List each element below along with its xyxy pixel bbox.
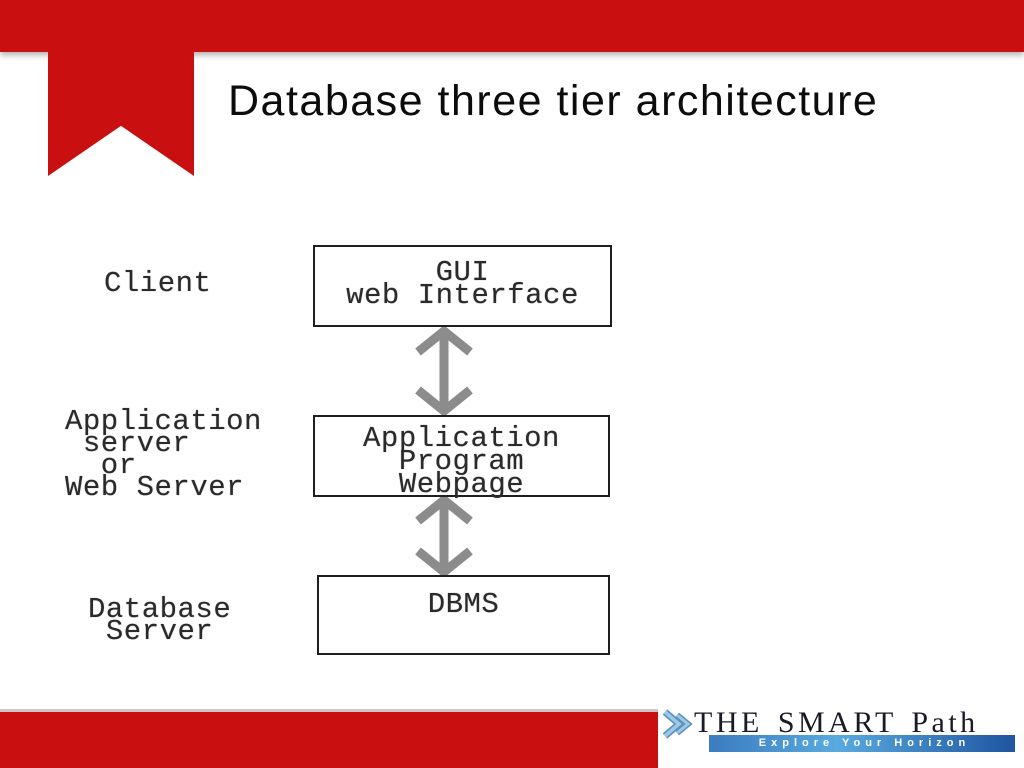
client-tier-label: Client bbox=[104, 267, 212, 300]
box-text-line: Application bbox=[363, 422, 560, 455]
gui-web-interface-box: GUI web Interface bbox=[313, 245, 612, 327]
application-server-tier-label: Application server or Web Server bbox=[65, 405, 262, 504]
tagline-text: Explore Your Horizon bbox=[758, 737, 971, 749]
box-text-line: GUI bbox=[435, 256, 490, 289]
database-server-tier-label: Database Server bbox=[88, 593, 232, 648]
box-text-line: Program bbox=[398, 445, 525, 478]
slide-title: Database three tier architecture bbox=[228, 77, 879, 125]
footer-red-bar bbox=[0, 712, 660, 768]
tagline-banner: Explore Your Horizon bbox=[709, 735, 1015, 752]
brand-name: THE SMART Path bbox=[694, 706, 979, 739]
dbms-box: DBMS bbox=[317, 575, 610, 655]
footer-divider-line bbox=[0, 709, 660, 712]
box-text-line: DBMS bbox=[427, 588, 500, 621]
smart-path-logo: THE SMART Path Explore Your Horizon bbox=[658, 700, 1024, 768]
double-arrow-icon bbox=[415, 497, 473, 575]
double-arrow-icon bbox=[415, 327, 473, 415]
double-chevron-icon bbox=[662, 709, 693, 739]
application-program-box: Application Program Webpage bbox=[313, 415, 610, 501]
box-text-line: Webpage bbox=[398, 468, 525, 501]
box-text-line: web Interface bbox=[346, 279, 579, 312]
